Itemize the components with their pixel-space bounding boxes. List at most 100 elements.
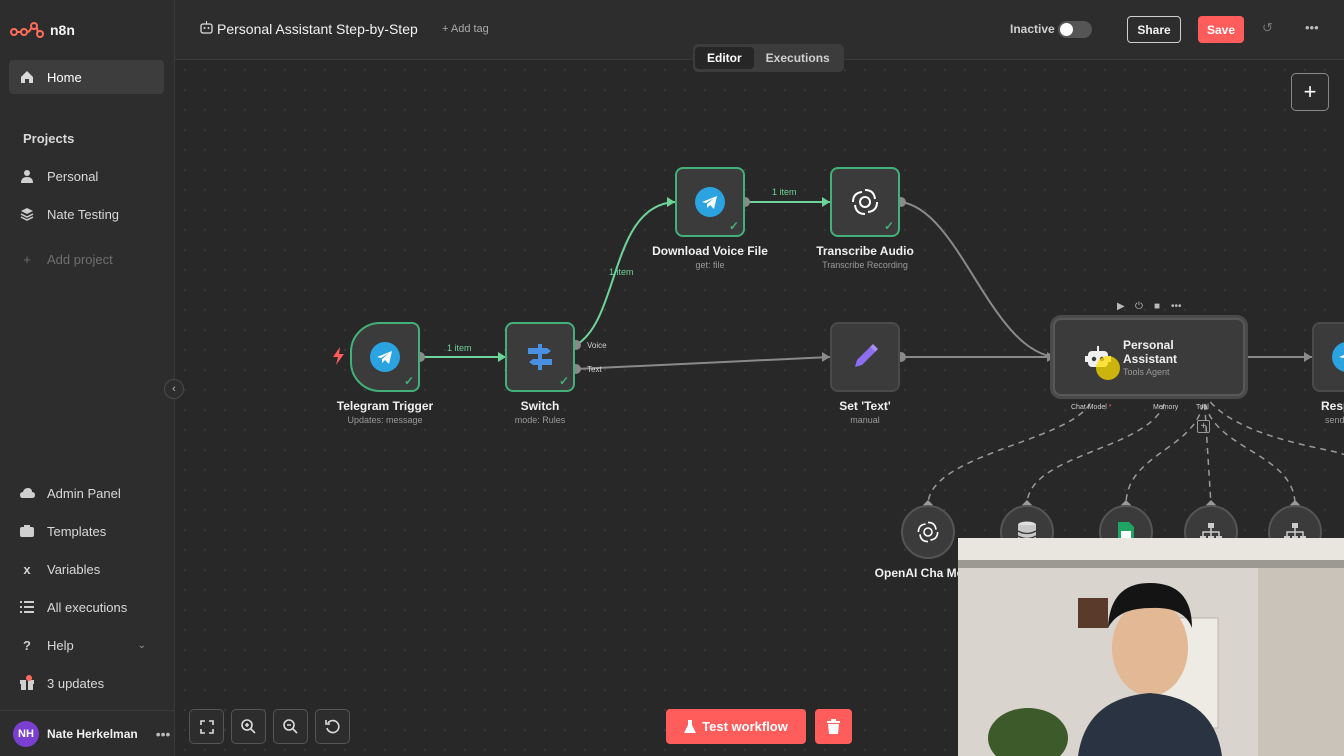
reset-zoom-button[interactable] [315, 709, 350, 744]
node-subtitle: manual [850, 415, 880, 425]
more-icon[interactable]: ••• [1171, 301, 1182, 312]
power-icon[interactable]: ⏻ [1135, 301, 1143, 312]
zoom-out-button[interactable] [273, 709, 308, 744]
projects-heading: Projects [23, 131, 75, 146]
node-subtitle: mode: Rules [514, 415, 566, 425]
sidebar-item-all-executions[interactable]: All executions [9, 590, 164, 624]
database-icon [1017, 521, 1037, 542]
add-tool-button[interactable]: + [1197, 420, 1210, 433]
node-respond[interactable] [1312, 322, 1344, 392]
sidebar-item-label: 3 updates [47, 675, 105, 691]
sidebar-item-label: All executions [47, 599, 128, 615]
clear-execution-button[interactable] [815, 709, 852, 744]
node-subtitle: sendMessa [1325, 415, 1344, 425]
sidebar-item-label: Personal [47, 168, 99, 184]
chevron-down-icon: ⌄ [137, 639, 146, 651]
cloud-icon [19, 485, 35, 501]
notification-dot [26, 675, 32, 681]
undo-icon [325, 719, 340, 734]
zoom-in-icon [241, 719, 256, 734]
edge-label: 1 item [447, 343, 472, 353]
save-button[interactable]: Save [1198, 16, 1244, 43]
fullscreen-icon [199, 719, 214, 734]
play-icon[interactable]: ▶ [1117, 301, 1125, 312]
more-icon[interactable]: ••• [155, 725, 171, 742]
output-label-text: Text [587, 365, 602, 374]
user-menu[interactable]: NH Nate Herkelman ••• [0, 710, 175, 756]
sidebar-item-help[interactable]: ? Help ⌄ [9, 628, 164, 662]
sidebar-item-nate-testing[interactable]: Nate Testing [9, 197, 164, 231]
sidebar-item-label: Templates [47, 523, 107, 539]
node-openai-chat-model[interactable] [901, 505, 955, 559]
success-check-icon: ✓ [403, 374, 414, 388]
sidebar-item-label: Nate Testing [47, 206, 120, 222]
fit-view-button[interactable] [189, 709, 224, 744]
user-name: Nate Herkelman [47, 726, 138, 741]
add-tag-button[interactable]: + Add tag [442, 23, 489, 35]
sidebar: n8n Home Projects Personal Nate Testing … [0, 0, 175, 756]
sidebar-item-templates[interactable]: Templates [9, 514, 164, 548]
node-set-text[interactable] [830, 322, 900, 392]
user-icon [19, 168, 35, 184]
workflow-title-text: Personal Assistant Step-by-Step [217, 21, 418, 37]
logo[interactable]: n8n [10, 20, 75, 40]
sidebar-item-label: Add project [47, 251, 113, 267]
pencil-icon [855, 344, 878, 367]
add-project-button[interactable]: + Add project [9, 242, 164, 276]
question-icon: ? [23, 637, 31, 653]
workflow-title[interactable]: Personal Assistant Step-by-Step [200, 21, 418, 37]
sidebar-item-updates[interactable]: 3 updates [9, 666, 164, 700]
edge-label: 1 item [609, 267, 634, 277]
success-check-icon: ✓ [558, 374, 569, 388]
sidebar-item-label: Admin Panel [47, 485, 121, 501]
edge-label: 1 item [772, 187, 797, 197]
test-workflow-button[interactable]: Test workflow [666, 709, 806, 744]
node-telegram-trigger[interactable]: ✓ [350, 322, 420, 392]
node-switch[interactable]: ✓ [505, 322, 575, 392]
flask-icon [684, 719, 697, 733]
home-icon [19, 69, 35, 85]
node-label: Resp [1321, 399, 1344, 413]
zoom-out-icon [283, 719, 298, 734]
port-label-memory: Memory [1153, 404, 1179, 411]
box-icon [19, 523, 35, 539]
node-transcribe-audio[interactable]: ✓ [830, 167, 900, 237]
sidebar-item-admin-panel[interactable]: Admin Panel [9, 476, 164, 510]
active-toggle[interactable] [1058, 21, 1092, 38]
node-download-voice-file[interactable]: ✓ [675, 167, 745, 237]
editor-tabs: Editor Executions [693, 44, 844, 72]
zoom-in-button[interactable] [231, 709, 266, 744]
sidebar-item-variables[interactable]: x Variables [9, 552, 164, 586]
port-label-chat-model: Chat Model * [1071, 404, 1112, 411]
node-label: Switch [520, 399, 560, 413]
collapse-sidebar-button[interactable]: ‹ [164, 379, 184, 399]
node-label: Telegram Trigger [336, 399, 434, 413]
trigger-bolt-icon [333, 347, 344, 370]
trash-icon[interactable]: ■ [1154, 301, 1161, 312]
variable-icon: x [23, 561, 31, 577]
tab-editor[interactable]: Editor [695, 47, 754, 69]
openai-icon [917, 521, 939, 543]
robot-icon [200, 21, 213, 37]
tab-executions[interactable]: Executions [765, 51, 830, 65]
port-label-tool: Tool [1196, 404, 1209, 411]
test-workflow-label: Test workflow [702, 719, 788, 734]
telegram-icon [1332, 342, 1344, 372]
node-personal-assistant[interactable]: Personal Assistant Tools Agent [1053, 318, 1245, 396]
node-label: Set 'Text' [839, 399, 891, 413]
history-icon[interactable]: ↺ [1262, 20, 1273, 35]
sidebar-item-label: Variables [47, 561, 101, 577]
sidebar-item-personal[interactable]: Personal [9, 159, 164, 193]
presenter-video-image [958, 538, 1344, 756]
add-node-button[interactable]: + [1291, 73, 1329, 111]
n8n-logo-icon [10, 22, 44, 38]
share-button[interactable]: Share [1127, 16, 1181, 43]
more-icon[interactable]: ••• [1305, 20, 1319, 35]
avatar: NH [13, 720, 39, 747]
node-subtitle: Transcribe Recording [822, 260, 908, 270]
node-label: Transcribe Audio [816, 244, 914, 258]
plus-icon: + [23, 251, 31, 267]
openai-icon [852, 189, 878, 215]
sidebar-item-home[interactable]: Home [9, 60, 164, 94]
